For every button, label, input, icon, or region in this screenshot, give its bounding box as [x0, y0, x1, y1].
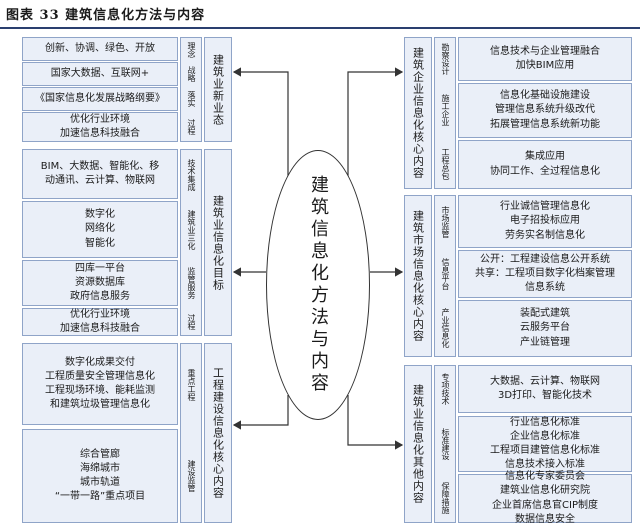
left2-heading: 建筑业信息化目标	[204, 149, 232, 336]
right2-item-1: 行业诚信管理信息化 电子招投标应用 劳务实名制信息化	[458, 195, 632, 248]
left3-label-2: 建设监管	[187, 459, 196, 492]
left2-label-2: 建筑业三化	[187, 209, 196, 250]
right3-item-2: 行业信息化标准 企业信息化标准 工程项目建管信息化标准 信息技术接入标准	[458, 416, 632, 472]
left2-item-2: 数字化 网络化 智能化	[22, 201, 178, 258]
right1-label-1: 勘察设计	[441, 43, 450, 75]
left1-item-2: 国家大数据、互联网+	[22, 62, 178, 86]
left2-item-1: BIM、大数据、智能化、移 动通讯、云计算、物联网	[22, 149, 178, 199]
left2-label-column	[180, 149, 202, 336]
right2-label-1: 市场监管	[441, 205, 450, 238]
left1-item-1: 创新、协调、绿色、开放	[22, 37, 178, 61]
arrow-to-right-3	[347, 395, 404, 450]
right1-label-column	[434, 37, 456, 189]
right2-label-2: 信息平台	[441, 257, 450, 290]
right1-item-3: 集成应用 协同工作、全过程信息化	[458, 140, 632, 189]
right3-label-1: 专项技术	[441, 373, 450, 405]
center-oval: 建筑信息化方法与内容	[266, 150, 370, 420]
arrow-to-left-3	[232, 395, 289, 430]
left1-item-3: 《国家信息化发展战略纲要》	[22, 87, 178, 111]
right1-label-3: 工程总包	[441, 148, 450, 180]
left3-item-2: 综合管廊 海绵城市 城市轨道 “一带一路”重点项目	[22, 429, 178, 523]
left3-label-1: 重点工程	[187, 368, 196, 401]
right3-label-3: 保障措施	[441, 482, 450, 514]
left1-label-2: 战略	[187, 66, 196, 82]
left1-label-column	[180, 37, 202, 142]
arrow-to-right-1	[347, 67, 404, 178]
left2-label-4: 过程	[187, 313, 196, 330]
figure-title: 图表 33 建筑信息化方法与内容	[6, 8, 206, 23]
right3-label-column	[434, 365, 456, 523]
left2-label-3: 监管服务	[187, 267, 196, 299]
left1-label-3: 落实	[187, 91, 196, 107]
arrow-to-left-1	[232, 67, 289, 178]
right1-label-2: 施工企业	[441, 94, 450, 126]
right1-item-2: 信息化基础设施建设 管理信息系统升级改代 拓展管理信息系统新功能	[458, 83, 632, 138]
right1-item-1: 信息技术与企业管理融合 加快BIM应用	[458, 37, 632, 81]
right2-heading: 建筑市场信息化核心内容	[404, 195, 432, 357]
left1-item-4: 优化行业环境 加速信息科技融合	[22, 112, 178, 142]
right2-label-column	[434, 195, 456, 357]
left1-heading: 建筑业新业态	[204, 37, 232, 142]
left2-item-4: 优化行业环境 加速信息科技融合	[22, 308, 178, 336]
left3-label-column	[180, 343, 202, 523]
left3-item-1: 数字化成果交付 工程质量安全管理信息化 工程现场环境、能耗监测 和建筑垃圾管理信…	[22, 343, 178, 425]
title-rule	[0, 27, 640, 29]
left2-label-1: 技术集成	[187, 158, 196, 191]
right2-item-3: 装配式建筑 云服务平台 产业链管理	[458, 300, 632, 357]
left3-heading: 工程建设信息化核心内容	[204, 343, 232, 523]
right2-label-3: 产业信息化	[441, 308, 450, 348]
right3-label-2: 标准建设	[441, 427, 450, 460]
left2-item-3: 四库一平台 资源数据库 政府信息服务	[22, 260, 178, 306]
right3-heading: 建筑业信息化其他内容	[404, 365, 432, 523]
right2-item-2: 公开：工程建设信息公开系统 共享：工程项目数字化档案管理 信息系统	[458, 250, 632, 298]
right3-item-1: 大数据、云计算、物联网 3D打印、智能化技术	[458, 365, 632, 413]
left1-label-4: 过程	[187, 118, 196, 135]
right3-item-3: 信息化专家委员会 建筑业信息化研究院 企业首席信息官CIP制度 数据信息安全	[458, 471, 632, 525]
left1-label-1: 理念	[187, 41, 196, 58]
right1-heading: 建筑企业信息化核心内容	[404, 37, 432, 189]
